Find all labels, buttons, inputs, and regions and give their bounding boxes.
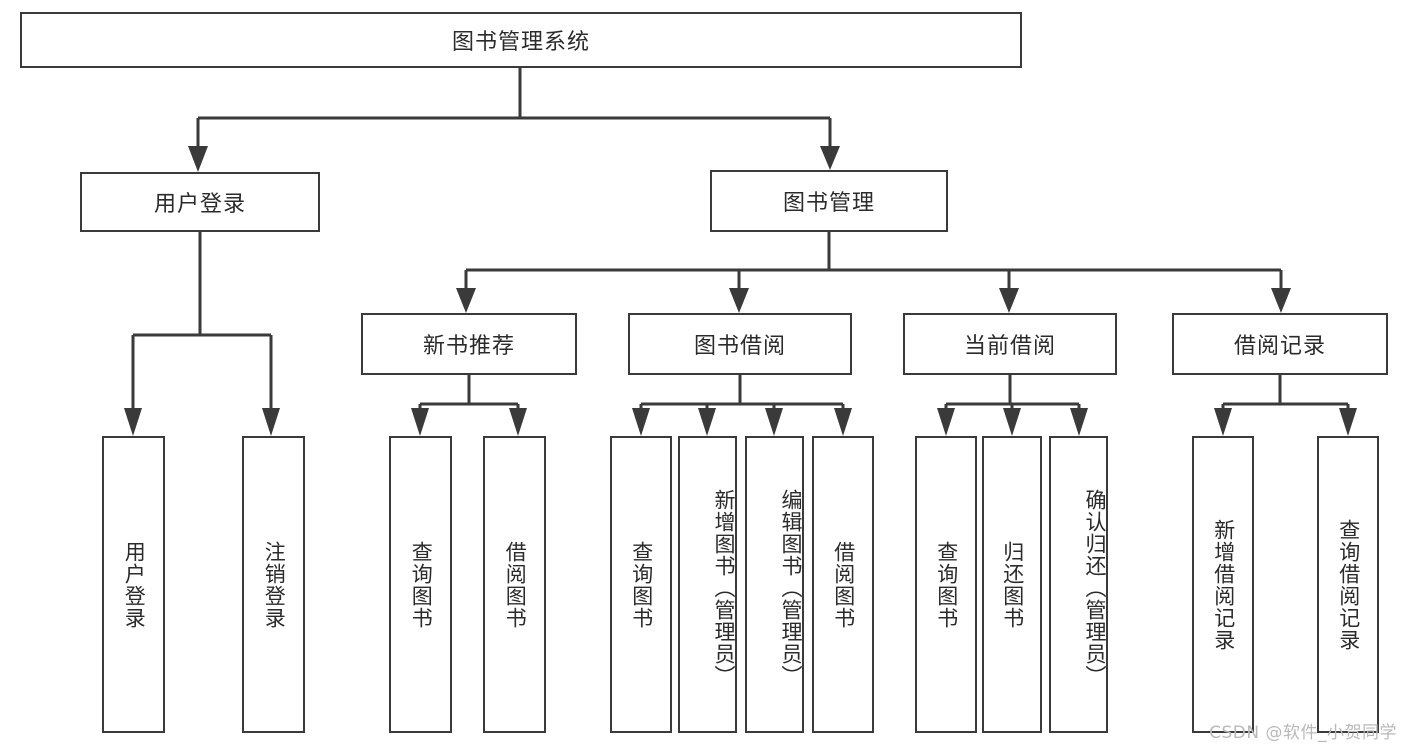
leaf-label: 新增借阅记录 [1211,518,1236,651]
leaf-label: 确认归还（管理员） [1083,488,1107,687]
watermark: CSDN @软件_小贺同学 [1209,723,1397,743]
node-book-borrow[interactable]: 图书借阅 [628,313,852,375]
leaf-label: 新增图书（管理员） [712,488,736,687]
leaf-current-confirm-return-admin[interactable]: 确认归还（管理员） [1049,436,1108,733]
node-root[interactable]: 图书管理系统 [20,12,1022,68]
node-book-management[interactable]: 图书管理 [710,170,948,232]
leaf-label: 查询图书 [629,540,654,629]
leaf-label: 借阅图书 [831,540,856,629]
leaf-borrow-query-book[interactable]: 查询图书 [610,436,672,733]
node-current-borrow-label: 当前借阅 [963,334,1056,359]
leaf-recommend-query-book[interactable]: 查询图书 [389,436,452,733]
leaf-record-add-record[interactable]: 新增借阅记录 [1192,436,1254,733]
leaf-current-return-book[interactable]: 归还图书 [982,436,1042,733]
node-borrow-record[interactable]: 借阅记录 [1172,313,1388,375]
node-book-borrow-label: 图书借阅 [693,334,786,359]
leaf-user-login-login[interactable]: 用户登录 [102,436,165,733]
leaf-borrow-edit-book-admin[interactable]: 编辑图书（管理员） [745,436,804,733]
leaf-label: 用户登录 [122,540,147,629]
leaf-record-query-record[interactable]: 查询借阅记录 [1317,436,1379,733]
node-book-management-label: 图书管理 [782,191,875,216]
leaf-label: 借阅图书 [503,540,528,629]
node-root-label: 图书管理系统 [451,30,590,55]
node-new-book-recommend-label: 新书推荐 [422,334,515,359]
leaf-recommend-borrow-book[interactable]: 借阅图书 [483,436,546,733]
leaf-borrow-borrow-book[interactable]: 借阅图书 [812,436,874,733]
leaf-user-login-logout[interactable]: 注销登录 [242,436,305,733]
leaf-label: 编辑图书（管理员） [779,488,803,687]
node-user-login-label: 用户登录 [153,192,246,217]
leaf-label: 查询借阅记录 [1336,518,1361,651]
leaf-label: 归还图书 [1000,540,1025,629]
leaf-label: 查询图书 [409,540,434,629]
leaf-current-query-book[interactable]: 查询图书 [915,436,977,733]
leaf-label: 注销登录 [262,540,287,629]
leaf-label: 查询图书 [934,540,959,629]
node-new-book-recommend[interactable]: 新书推荐 [361,313,577,375]
node-borrow-record-label: 借阅记录 [1233,334,1326,359]
leaf-borrow-add-book-admin[interactable]: 新增图书（管理员） [678,436,737,733]
node-user-login[interactable]: 用户登录 [80,172,320,232]
node-current-borrow[interactable]: 当前借阅 [903,313,1117,375]
